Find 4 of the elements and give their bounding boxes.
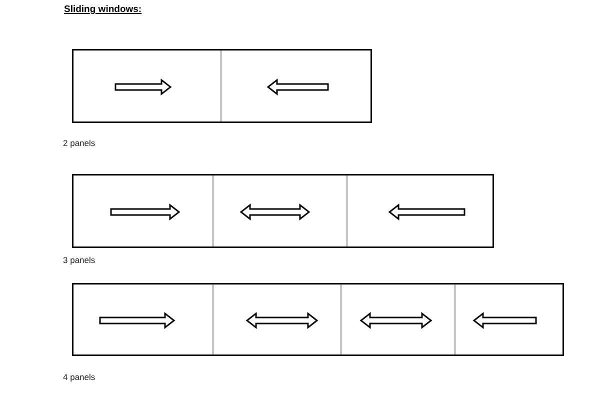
panel-count-label: 3 panels — [63, 255, 96, 265]
heading: Sliding windows: — [64, 4, 142, 15]
panel-count-label: 4 panels — [63, 372, 96, 382]
panel-count-label: 2 panels — [63, 138, 96, 148]
